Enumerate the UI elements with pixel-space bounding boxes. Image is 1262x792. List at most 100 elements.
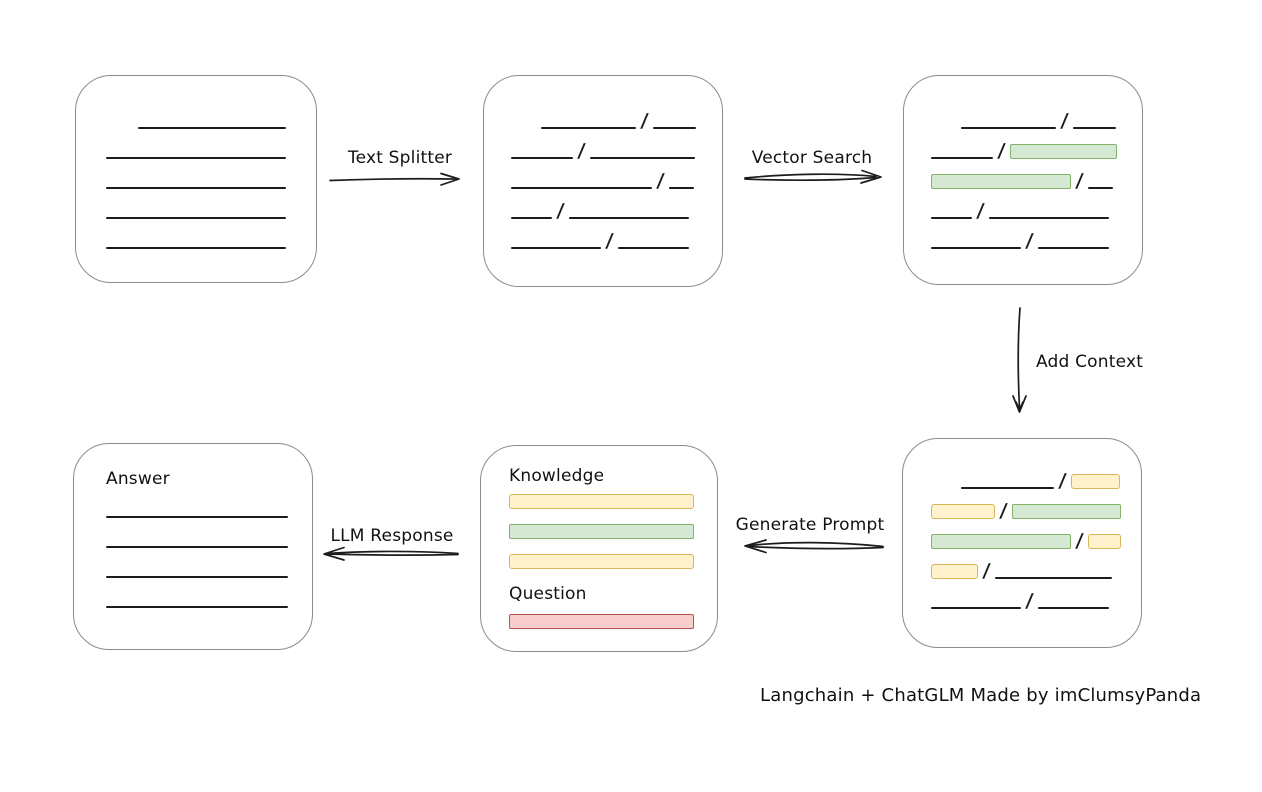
slash-separator: / xyxy=(1059,110,1070,132)
slash-separator: / xyxy=(996,140,1007,162)
text-line xyxy=(568,217,689,219)
text-row: / xyxy=(931,530,1141,552)
text-row: / xyxy=(931,590,1141,612)
answer-box: Answer xyxy=(73,443,313,650)
text-row: / xyxy=(511,110,722,132)
context-chunks-box: ///// xyxy=(902,438,1142,648)
text-line xyxy=(138,127,286,129)
slash-separator: / xyxy=(604,230,615,252)
text-line xyxy=(931,157,993,159)
text-line xyxy=(652,127,696,129)
text-line xyxy=(931,247,1021,249)
context-chunk-highlight xyxy=(509,554,694,569)
text-splitter-label: Text Splitter xyxy=(347,148,453,168)
text-line xyxy=(541,127,636,129)
text-row: / xyxy=(511,140,722,162)
text-line xyxy=(931,217,972,219)
slash-separator: / xyxy=(1024,590,1035,612)
matched-chunk-highlight xyxy=(931,174,1071,189)
text-row xyxy=(106,142,316,159)
text-row xyxy=(509,494,717,509)
answer-label: Answer xyxy=(106,469,170,489)
text-line xyxy=(931,607,1021,609)
text-row: / xyxy=(931,170,1142,192)
add-context-label: Add Context xyxy=(1036,352,1144,372)
text-row: / xyxy=(511,200,722,222)
text-row xyxy=(509,614,717,629)
chunk-lines: ///// xyxy=(903,439,1141,612)
text-line xyxy=(961,487,1054,489)
text-row xyxy=(509,524,717,539)
question-highlight xyxy=(509,614,694,629)
text-line xyxy=(106,606,288,608)
slash-separator: / xyxy=(1074,530,1085,552)
context-chunk-highlight xyxy=(931,504,995,519)
chunk-lines: / / / / / xyxy=(484,76,722,252)
text-line xyxy=(511,217,552,219)
slash-separator: / xyxy=(555,200,566,222)
slash-separator: / xyxy=(975,200,986,222)
text-line xyxy=(617,247,689,249)
matched-chunk-highlight xyxy=(509,524,694,539)
vector-search-results-box: / / / / / xyxy=(903,75,1143,285)
text-line xyxy=(106,187,286,189)
text-row xyxy=(106,591,312,608)
text-row: / xyxy=(931,470,1141,492)
slash-separator: / xyxy=(1074,170,1085,192)
text-row xyxy=(106,202,316,219)
text-line xyxy=(106,576,288,578)
matched-chunk-highlight xyxy=(931,534,1071,549)
text-line xyxy=(511,157,573,159)
text-row: / xyxy=(931,200,1142,222)
text-line xyxy=(961,127,1056,129)
knowledge-label: Knowledge xyxy=(509,466,605,486)
answer-lines xyxy=(106,489,312,608)
text-line xyxy=(1087,187,1113,189)
text-line xyxy=(1037,607,1109,609)
llm-response-label: LLM Response xyxy=(330,526,454,546)
text-row: / xyxy=(931,110,1142,132)
slash-separator: / xyxy=(576,140,587,162)
text-row: / xyxy=(931,230,1142,252)
text-row xyxy=(106,561,312,578)
text-line xyxy=(106,247,286,249)
add-context-arrow xyxy=(1012,307,1027,413)
text-line xyxy=(106,157,286,159)
context-chunk-highlight xyxy=(509,494,694,509)
generate-prompt-arrow xyxy=(744,539,884,554)
text-row xyxy=(106,172,316,189)
question-label: Question xyxy=(509,584,587,604)
split-chunks-box: / / / / / xyxy=(483,75,723,287)
slash-separator: / xyxy=(655,170,666,192)
knowledge-bars xyxy=(509,494,717,569)
text-row: / xyxy=(511,170,722,192)
slash-separator: / xyxy=(1024,230,1035,252)
text-splitter-arrow xyxy=(329,172,460,186)
vector-search-label: Vector Search xyxy=(751,148,873,168)
text-line xyxy=(106,217,286,219)
text-row xyxy=(106,531,312,548)
context-chunk-highlight xyxy=(1070,474,1120,489)
slash-separator: / xyxy=(1057,470,1068,492)
text-row: / xyxy=(511,230,722,252)
text-line xyxy=(106,516,288,518)
question-bars xyxy=(509,614,717,629)
source-document-box xyxy=(75,75,317,283)
context-chunk-highlight xyxy=(931,564,978,579)
text-line xyxy=(511,247,601,249)
chunk-lines: / / / / / xyxy=(904,76,1142,252)
matched-chunk-highlight xyxy=(1009,144,1117,159)
text-row xyxy=(509,554,717,569)
prompt-box: Knowledge Question xyxy=(480,445,718,652)
llm-response-arrow xyxy=(323,546,459,561)
document-lines xyxy=(76,76,316,249)
text-row: / xyxy=(931,140,1142,162)
credit-caption: Langchain + ChatGLM Made by imClumsyPand… xyxy=(760,685,1202,706)
text-line xyxy=(511,187,652,189)
text-row xyxy=(106,112,316,129)
matched-chunk-highlight xyxy=(1011,504,1121,519)
vector-search-arrow xyxy=(744,169,882,184)
text-row: / xyxy=(931,500,1141,522)
text-row xyxy=(106,232,316,249)
